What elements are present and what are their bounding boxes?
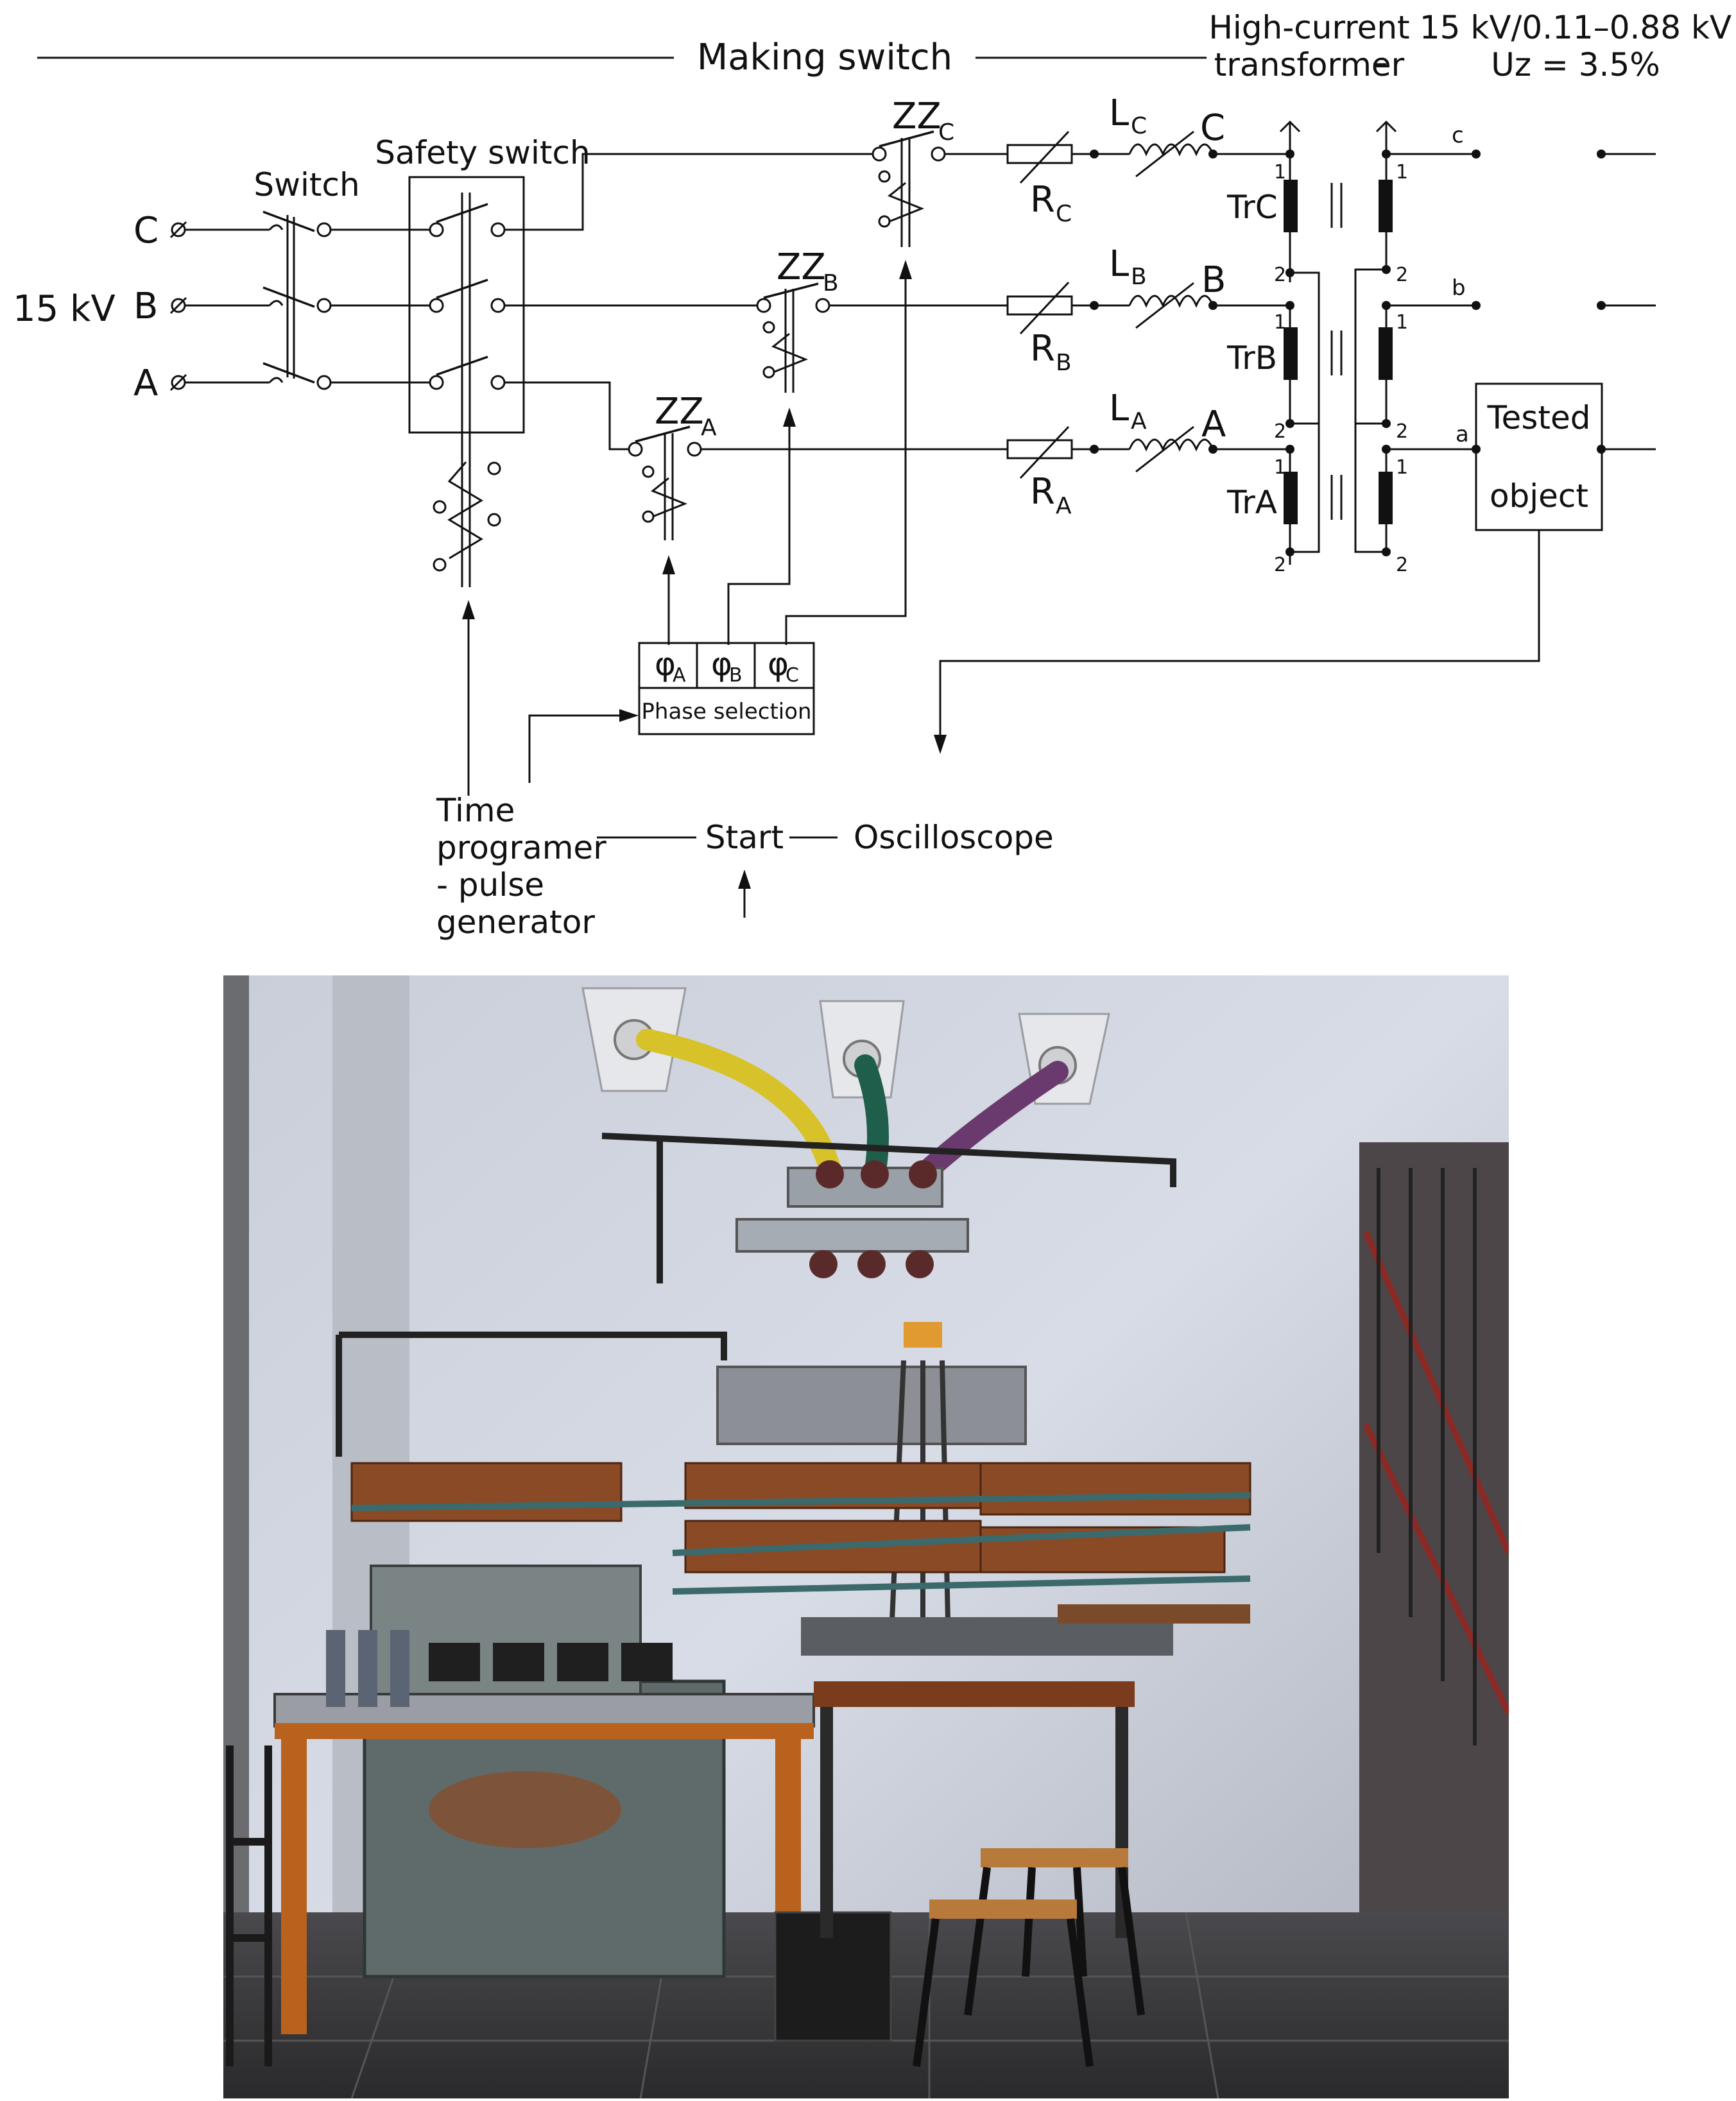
svg-text:generator: generator: [436, 904, 595, 941]
svg-text:ZZ: ZZ: [892, 96, 941, 137]
terminal-c-label: C: [133, 210, 159, 252]
transformer-label: transformer: [1214, 46, 1405, 83]
terminal-b-label: B: [133, 286, 158, 327]
making-switch-label: Making switch: [697, 37, 952, 78]
supply-voltage-label: 15 kV: [13, 288, 116, 330]
test-circuit-schematic: Making switch High-current transformer 1…: [13, 9, 1732, 941]
svg-text:ZZ: ZZ: [655, 391, 704, 433]
svg-text:programer: programer: [436, 829, 606, 866]
winding-pin-labels: 1 2 1 2 1 2 1 2 1 2 1 2: [1274, 161, 1408, 576]
svg-text:φ: φ: [655, 646, 676, 683]
svg-text:2: 2: [1274, 264, 1286, 286]
svg-text:C: C: [938, 119, 954, 146]
svg-text:B: B: [729, 664, 743, 687]
svg-text:1: 1: [1396, 311, 1408, 334]
transformer-c-label: TrC: [1226, 189, 1278, 226]
tested-object: Tested object: [1475, 382, 1603, 531]
output-c-label: c: [1452, 123, 1464, 148]
svg-text:1: 1: [1396, 161, 1408, 184]
inductor-c-label: L: [1109, 92, 1129, 134]
svg-text:1: 1: [1396, 456, 1408, 479]
svg-text:Phase selection: Phase selection: [641, 699, 811, 725]
resistor-a-sub: A: [1056, 493, 1072, 519]
resistor-a-label: R: [1030, 471, 1055, 513]
resistor-b-sub: B: [1056, 350, 1072, 376]
svg-text:2: 2: [1274, 554, 1286, 576]
svg-text:2: 2: [1274, 420, 1286, 443]
control-links: [462, 260, 912, 918]
svg-text:2: 2: [1396, 554, 1408, 576]
resistor-c-sub: C: [1056, 201, 1072, 227]
making-switch-pole-b: ZZ B: [756, 246, 839, 393]
inductor-a-sub: A: [1131, 408, 1147, 434]
time-programmer-label: Time programer - pulse generator: [436, 792, 606, 941]
svg-text:1: 1: [1274, 456, 1286, 479]
making-switch-pole-c: ZZ C: [872, 96, 954, 247]
transformer-icon: [1279, 120, 1397, 565]
svg-text:2: 2: [1396, 264, 1408, 286]
node-b-label: B: [1201, 259, 1226, 301]
making-switch-pole-a: ZZ A: [628, 391, 717, 540]
supply-terminals: [169, 221, 187, 391]
svg-text:Tested: Tested: [1487, 399, 1591, 436]
resistor-b-label: R: [1030, 328, 1055, 370]
test-stand-photo: [223, 975, 1509, 2098]
inductor-c-sub: C: [1131, 113, 1147, 139]
inductor-b-sub: B: [1131, 264, 1147, 290]
terminal-a-label: A: [133, 363, 158, 404]
svg-text:B: B: [823, 270, 839, 296]
switch-label: Switch: [254, 166, 359, 203]
start-label: Start: [705, 819, 784, 856]
output-a-label: a: [1456, 422, 1469, 447]
svg-text:φ: φ: [711, 646, 732, 683]
node-c-label: C: [1200, 107, 1225, 149]
inductor-a-label: L: [1109, 388, 1129, 429]
node-a-label: A: [1201, 404, 1226, 445]
svg-text:Time: Time: [436, 792, 515, 829]
wire-phase-c: [504, 153, 873, 231]
svg-text:1: 1: [1274, 311, 1286, 334]
safety-switch-label: Safety switch: [375, 134, 590, 171]
wire-phase-a: [504, 381, 629, 450]
svg-text:- pulse: - pulse: [436, 866, 544, 904]
resistor-c-label: R: [1030, 179, 1055, 221]
transformer-a-label: TrA: [1226, 484, 1277, 521]
wire-to-oscilloscope: [939, 530, 1540, 744]
series-connections: [1072, 150, 1130, 454]
transformer-b-label: TrB: [1226, 339, 1277, 377]
disconnect-switch: [185, 210, 436, 390]
svg-text:A: A: [673, 664, 686, 687]
transformer-rating: 15 kV/0.11–0.88 kV: [1420, 9, 1732, 46]
svg-text:ZZ: ZZ: [777, 246, 826, 288]
inductor-b-label: L: [1109, 243, 1129, 285]
svg-text:2: 2: [1396, 420, 1408, 443]
oscilloscope-label: Oscilloscope: [854, 819, 1054, 856]
short-circuit-voltage: Uz = 3.5%: [1491, 46, 1660, 83]
safety-switch: [408, 176, 525, 587]
svg-text:C: C: [786, 664, 799, 687]
variable-inductor-icon: [1128, 130, 1214, 473]
high-current-label: High-current: [1208, 9, 1409, 46]
svg-text:A: A: [701, 415, 717, 441]
svg-text:1: 1: [1274, 161, 1286, 184]
svg-text:object: object: [1490, 477, 1588, 515]
output-b-label: b: [1452, 275, 1466, 301]
phase-selection-box: φ A φ B φ C Phase selection: [638, 642, 815, 735]
svg-text:φ: φ: [768, 646, 789, 683]
arrow-icon: [934, 735, 947, 754]
secondary-outputs: [1386, 150, 1656, 454]
